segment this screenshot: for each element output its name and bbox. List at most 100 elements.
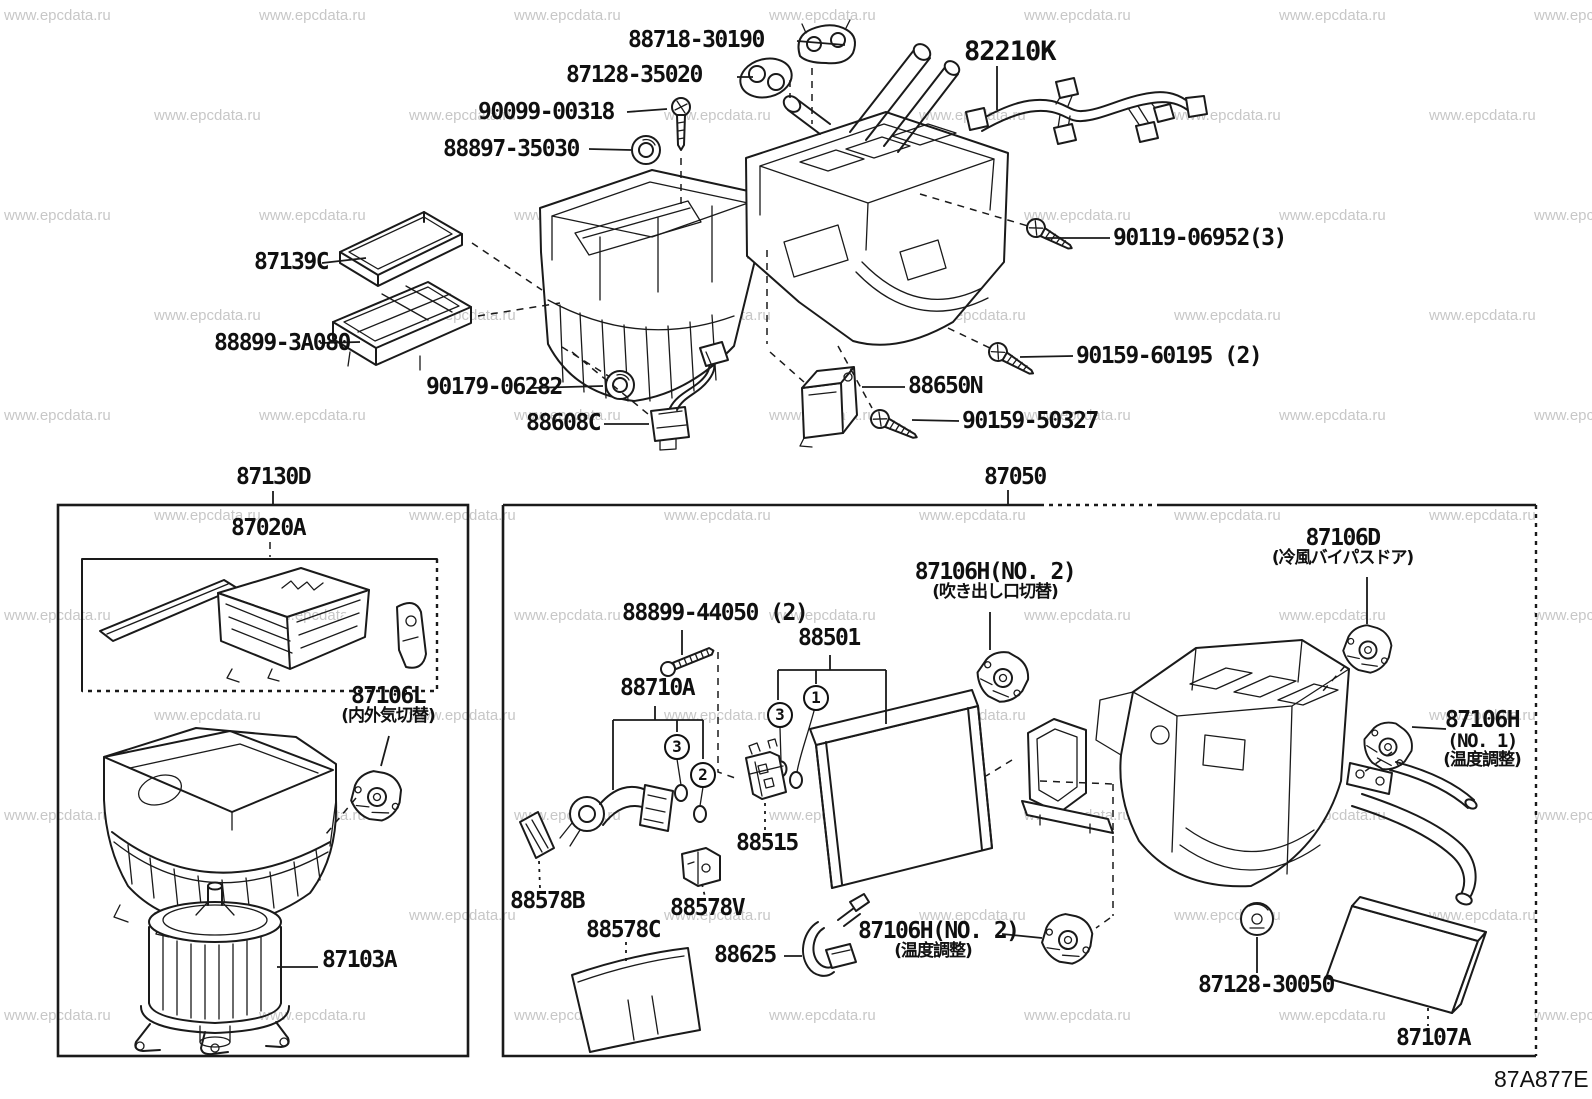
part-label-88578V: 88578V [670,895,746,921]
watermark: www.epcdata.ru [1429,107,1536,124]
part-label-90159-60195: 90159-60195 (2) [1076,343,1263,369]
watermark: www.epcdata.ru [1279,407,1386,424]
blower-unit-87130D [99,567,427,1056]
watermark: www.epcdata.ru [1174,307,1281,324]
watermark: www.epcdata.ru [1534,207,1592,224]
watermark: www.epcdata.ru [154,307,261,324]
part-number: 87106H(NO. 2) [858,918,1020,944]
watermark: www.epcdata.ru [1024,7,1131,24]
leader-lines [277,40,1447,973]
part-label-87106D: 87106D (冷風バイパスドア) [1255,526,1430,568]
part-note-jp: (冷風バイパスドア) [1271,548,1414,569]
watermark: www.epcdata.ru [1024,407,1131,424]
part-label-87107A: 87107A [1396,1025,1472,1051]
part-number: 87106L [350,683,427,709]
watermark: www.epcdata.ru [514,407,621,424]
part-label-88501: 88501 [798,625,861,651]
watermark: www.epcdata.ru [664,107,771,124]
watermark: www.epcdata.ru [1429,507,1536,524]
watermark: www.epcdata.ru [409,107,516,124]
watermark: www.epcdata.ru [154,507,261,524]
watermark: www.epcdata.ru [514,7,621,24]
part-label-88650N: 88650N [908,373,984,399]
part-note-jp: (吹き出し口切替) [932,582,1059,603]
watermark: www.epcdata.ru [4,7,111,24]
watermark: www.epcdata.ru [259,207,366,224]
part-label-88578B: 88578B [510,888,586,914]
drawing-code: 87A877E [1494,1066,1589,1092]
watermark: www.epcdata.ru [154,107,261,124]
part-label-90159-50327: 90159-50327 [962,408,1099,434]
watermark: www.epcdata.ru [1534,607,1592,624]
left-assembly-box [56,491,470,1058]
watermark: www.epcdata.ru [409,907,516,924]
part-number: 87106H [1444,707,1521,733]
part-note-jp: (内外気切替) [341,706,436,727]
part-label-87106H-no1: 87106H (NO. 1) (温度調整) [1430,708,1534,770]
callout-1: 1 [803,685,829,711]
part-label-90119-06952: 90119-06952(3) [1113,225,1287,251]
grommet-90179 [605,370,635,400]
part-label-87106H-no2-temp: 87106H(NO. 2) (温度調整) [858,919,1020,962]
grommet-88897 [631,135,661,165]
part-number: 87106H(NO. 2) [914,559,1077,585]
watermark: www.epcdata.ru [259,407,366,424]
watermark: www.epcdata.ru [1534,1007,1592,1024]
part-number: 87106D [1305,525,1381,551]
part-label-90179-06282: 90179-06282 [426,374,563,400]
hvac-top-assembly [539,43,1009,402]
part-label-88710A: 88710A [620,675,696,701]
section-label-87050: 87050 [984,464,1047,490]
watermark: www.epcdata.ru [919,507,1026,524]
watermark: www.epcdata.ru [664,907,771,924]
cooler-unit-87050 [519,622,1487,1053]
watermark: www.epcdata.ru [4,407,111,424]
watermark: www.epcdata.ru [769,7,876,24]
filter-case-88899-3A080 [332,281,472,371]
construction-lines-top [471,68,1029,415]
watermark: www.epcdata.ru [1024,607,1131,624]
part-label-87106L: 87106L (内外気切替) [323,684,453,726]
watermark: www.epcdata.ru [1429,907,1536,924]
watermark: www.epcdata.ru [1279,7,1386,24]
part-note-jp: (温度調整) [1443,750,1522,771]
callout-3: 3 [767,702,793,728]
filter-87139C [339,211,463,287]
watermark: www.epcdata.ru [1024,1007,1131,1024]
wire-harness-82210K [965,77,1208,145]
watermark: www.epcdata.ru [514,607,621,624]
watermark: www.epcdata.ru [409,707,516,724]
part-label-88515: 88515 [736,830,799,856]
part-label-88608C: 88608C [526,410,602,436]
part-label-88578C: 88578C [586,917,662,943]
part-label-88897-35030: 88897-35030 [443,136,580,162]
screw-90099 [671,97,691,151]
right-assembly-box [501,490,1538,1058]
watermark: www.epcdata.ru [1279,1007,1386,1024]
watermark: www.epcdata.ru [1024,207,1131,224]
watermark: www.epcdata.ru [259,7,366,24]
watermark: www.epcdata.ru [769,1007,876,1024]
watermark: www.epcdata.ru [1534,807,1592,824]
watermark: www.epcdata.ru [259,1007,366,1024]
part-label-87106H-no2-outlet: 87106H(NO. 2) (吹き出し口切替) [905,560,1085,602]
watermark: www.epcdata.ru [1534,7,1592,24]
seal-87128-35020 [739,57,793,99]
part-label-90099-00318: 90099-00318 [478,99,615,125]
part-label-88899-44050: 88899-44050 (2) [622,600,809,626]
screw-90119 [1022,214,1078,257]
screw-90159-60195 [984,338,1040,382]
section-label-87130D: 87130D [236,464,312,490]
part-label-87020A: 87020A [231,515,307,541]
amplifier-88650N [799,366,858,448]
watermark: www.epcdata.ru [919,907,1026,924]
part-label-88625: 88625 [714,942,777,968]
watermark: www.epcdata.ru [1429,707,1536,724]
part-number-suffix: (NO. 1) [1447,730,1518,753]
part-note-jp: (温度調整) [894,941,973,962]
watermark: www.epcdata.ru [1279,207,1386,224]
callout-3: 3 [664,734,690,760]
part-label-87139C: 87139C [254,249,330,275]
part-label-82210K: 82210K [964,36,1057,67]
